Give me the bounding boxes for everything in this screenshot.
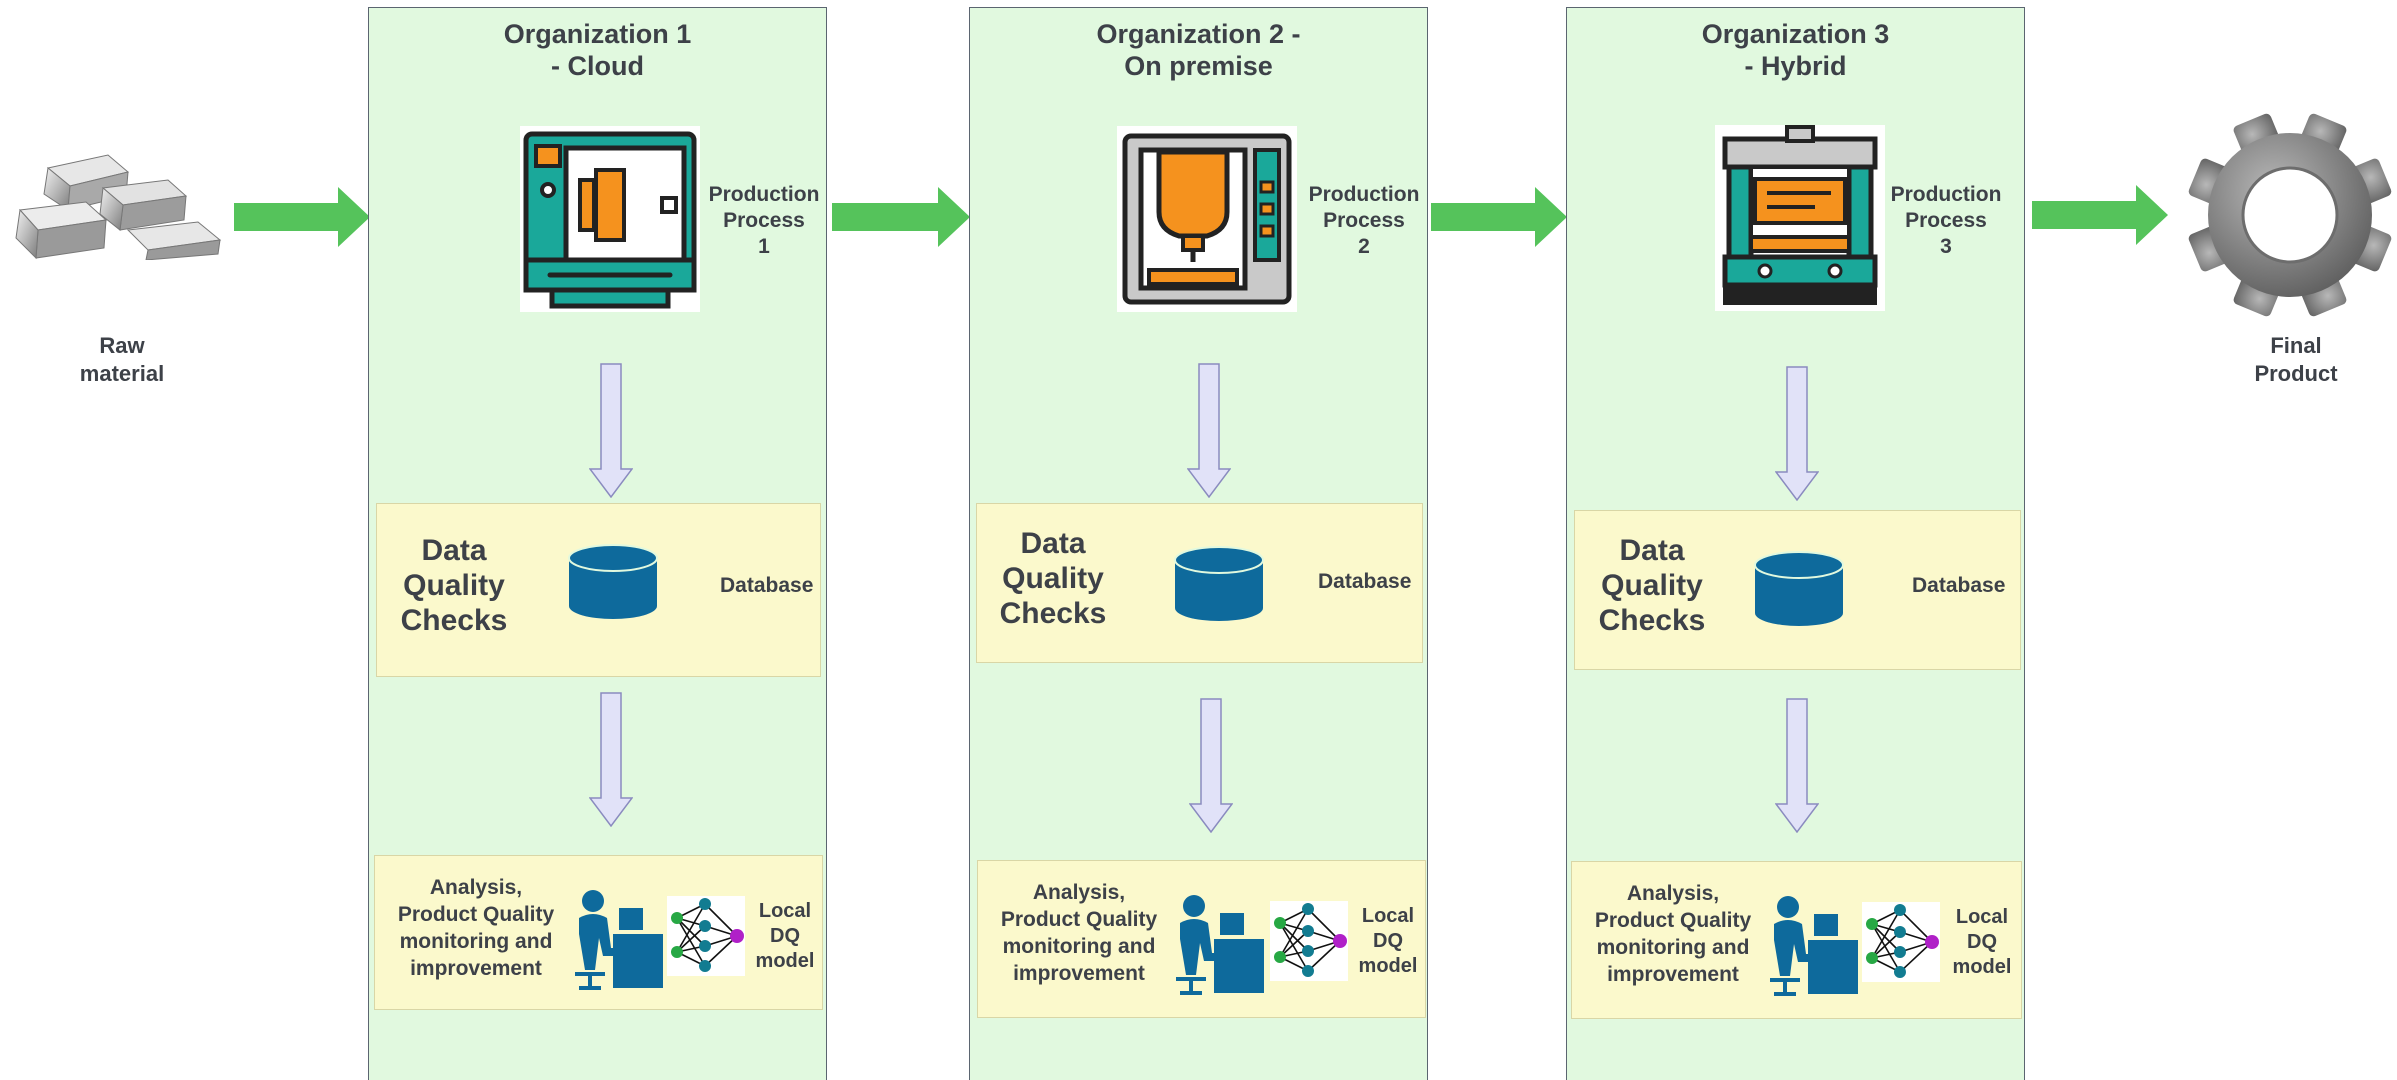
analysis-panel: Analysis, Product Quality monitoring and… <box>1571 861 2022 1019</box>
milling-machine-icon <box>1117 126 1297 312</box>
organization-2-panel: Organization 2 - On premise Production P… <box>969 7 1428 1080</box>
local-dq-model-label: Local DQ model <box>1358 905 1418 977</box>
process-2-label: Production Process 2 <box>1308 183 1420 258</box>
data-quality-label: Data Quality Checks <box>400 534 508 637</box>
data-quality-label: Data Quality Checks <box>999 527 1107 630</box>
down-arrow <box>1775 698 1819 833</box>
data-quality-checks-panel: Data Quality Checks Database <box>1574 510 2021 670</box>
local-dq-model-label: Local DQ model <box>1952 906 2012 978</box>
down-arrow <box>589 363 633 498</box>
organization-3-title: Organization 3 - Hybrid <box>1701 19 1890 81</box>
raw-material-label: Raw material <box>79 333 165 386</box>
down-arrow <box>1187 363 1231 498</box>
data-quality-checks-panel: Data Quality Checks Database <box>376 503 821 677</box>
person-at-desk-icon <box>1176 895 1264 995</box>
neural-network-icon <box>667 896 745 976</box>
person-at-desk-icon <box>1770 896 1858 996</box>
process-3-label: Production Process 3 <box>1890 183 2002 258</box>
flow-arrow-4 <box>2032 185 2168 245</box>
organization-1-panel: Organization 1 - Cloud Production Proces… <box>368 7 827 1080</box>
raw-material-icon <box>15 154 222 260</box>
analysis-label: Analysis, Product Quality monitoring and… <box>397 876 555 980</box>
analysis-panel: Analysis, Product Quality monitoring and… <box>977 860 1426 1018</box>
process-1-label: Production Process 1 <box>708 183 820 258</box>
organization-2-title: Organization 2 - On premise <box>1096 19 1301 81</box>
cnc-machine-icon <box>520 126 700 312</box>
database-icon <box>568 544 658 619</box>
press-machine-icon <box>1715 125 1885 311</box>
person-at-desk-icon <box>575 890 663 990</box>
organization-1-title: Organization 1 - Cloud <box>503 19 692 81</box>
down-arrow <box>1189 698 1233 833</box>
analysis-label: Analysis, Product Quality monitoring and… <box>1594 882 1752 986</box>
neural-network-icon <box>1270 901 1348 981</box>
flow-arrow-1 <box>234 187 370 247</box>
database-label: Database <box>720 574 814 597</box>
data-quality-label: Data Quality Checks <box>1598 534 1706 637</box>
local-dq-model-label: Local DQ model <box>755 900 815 972</box>
database-icon <box>1174 546 1264 621</box>
organization-3-panel: Organization 3 - Hybrid Production Proce… <box>1566 7 2025 1080</box>
flow-arrow-3 <box>1431 187 1567 247</box>
flow-arrow-2 <box>832 187 970 247</box>
gear-icon <box>2188 113 2392 317</box>
database-label: Database <box>1912 574 2006 597</box>
database-icon <box>1754 551 1844 626</box>
neural-network-icon <box>1862 902 1940 982</box>
down-arrow <box>1775 366 1819 501</box>
down-arrow <box>589 692 633 827</box>
analysis-label: Analysis, Product Quality monitoring and… <box>1000 881 1158 985</box>
database-label: Database <box>1318 570 1412 593</box>
data-quality-checks-panel: Data Quality Checks Database <box>976 503 1423 663</box>
analysis-panel: Analysis, Product Quality monitoring and… <box>374 855 823 1010</box>
final-product-label: Final Product <box>2254 333 2338 386</box>
